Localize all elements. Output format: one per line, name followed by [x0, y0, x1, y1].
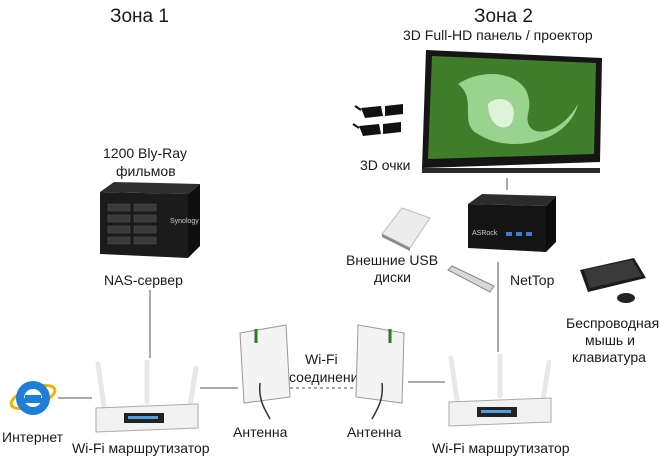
keyboard-label-line1: Беспроводная [566, 315, 660, 331]
antenna-right-image [355, 324, 405, 420]
wifi-router-right-image [448, 354, 552, 427]
tv-label: 3D Full-HD панель / проектор [403, 27, 593, 43]
nas-logo: Synology [170, 218, 199, 225]
keyboard-label-line3: клавиатура [572, 349, 646, 365]
movies-label-line1: 1200 Bly-Ray [103, 145, 188, 161]
internet-explorer-icon [9, 381, 57, 415]
usb-label-line2: диски [374, 269, 411, 285]
nas-server-image [100, 182, 200, 258]
antenna-left-label: Антенна [233, 424, 288, 440]
router-right-label: Wi-Fi маршрутизатор [432, 440, 570, 456]
zone1-title: Зона 1 [110, 6, 169, 27]
nas-label: NAS-сервер [104, 272, 183, 288]
wifi-link-label-line2: соединение [289, 369, 367, 385]
movies-label-line2: фильмов [116, 163, 176, 179]
keyboard-label-line2: мышь и [585, 332, 635, 348]
tv-panel-image [422, 50, 602, 173]
internet-label: Интернет [2, 429, 64, 445]
zone2-title: Зона 2 [474, 6, 533, 27]
nettop-label: NetTop [510, 272, 555, 288]
remote-control-image [447, 265, 495, 293]
nettop-image [468, 194, 556, 252]
usb-label-line1: Внешние USB [346, 252, 439, 268]
usb-drive-image [381, 207, 431, 251]
nettop-logo: ASRock [472, 230, 498, 237]
antenna-right-label: Антенна [347, 424, 402, 440]
3d-glasses-image [352, 104, 403, 136]
glasses-label: 3D очки [360, 157, 411, 173]
keyboard-mouse-image [580, 258, 646, 303]
router-left-label: Wi-Fi маршрутизатор [72, 440, 210, 456]
wifi-link-label-line1: Wi-Fi [305, 351, 338, 367]
wifi-router-left-image [95, 360, 199, 433]
antenna-left-image [239, 324, 291, 420]
